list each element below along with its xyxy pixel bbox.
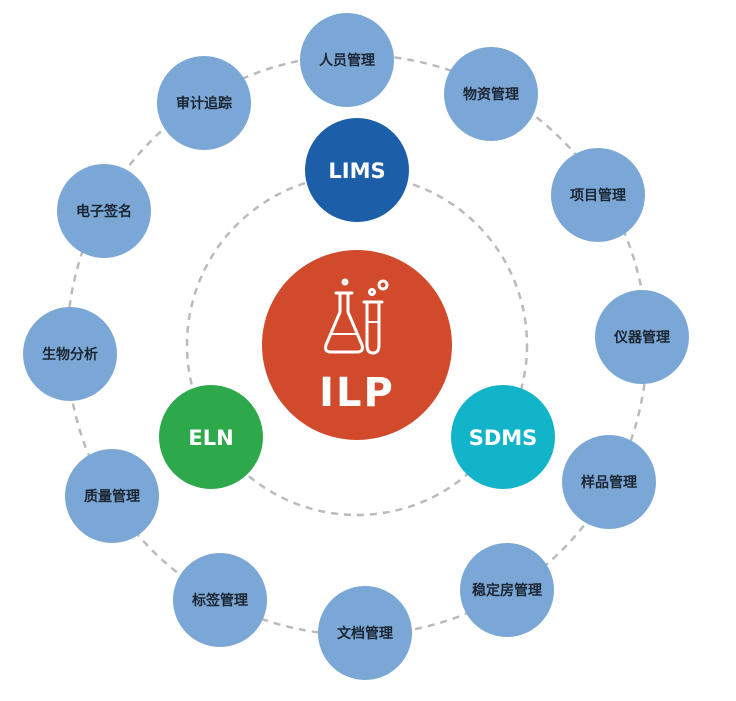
outer-node-circle (595, 290, 689, 384)
center-node-label: ILP (319, 370, 395, 416)
outer-node-audit[interactable]: 审计追踪 (157, 56, 251, 150)
center-node-ilp[interactable]: ILP (262, 250, 452, 440)
outer-node-label: 文档管理 (337, 625, 393, 642)
outer-node-circle (173, 553, 267, 647)
outer-node-materials[interactable]: 物资管理 (444, 47, 538, 141)
outer-node-label: 生物分析 (42, 346, 98, 363)
outer-node-personnel[interactable]: 人员管理 (300, 13, 394, 107)
outer-node-circle (23, 307, 117, 401)
outer-node-label: 质量管理 (84, 488, 140, 505)
outer-node-circle (562, 435, 656, 529)
outer-node-label: 稳定房管理 (472, 582, 542, 599)
outer-node-circle (65, 449, 159, 543)
core-node-circle (305, 118, 409, 222)
outer-node-stability[interactable]: 稳定房管理 (460, 543, 554, 637)
outer-node-quality[interactable]: 质量管理 (65, 449, 159, 543)
outer-node-label: 仪器管理 (613, 329, 670, 346)
outer-node-label: 电子签名 (76, 203, 132, 220)
core-node-sdms[interactable]: SDMS (451, 385, 555, 489)
outer-node-samples[interactable]: 样品管理 (562, 435, 656, 529)
outer-node-label: 物资管理 (463, 86, 519, 103)
outer-node-label: 项目管理 (570, 187, 626, 204)
core-node-eln[interactable]: ELN (159, 385, 263, 489)
outer-node-circle (300, 13, 394, 107)
outer-node-circle (551, 148, 645, 242)
core-node-label: ELN (188, 426, 233, 450)
outer-node-circle (444, 47, 538, 141)
outer-node-projects[interactable]: 项目管理 (551, 148, 645, 242)
outer-node-label: 人员管理 (319, 52, 375, 69)
outer-node-circle (318, 586, 412, 680)
core-node-lims[interactable]: LIMS (305, 118, 409, 222)
outer-node-label: 样品管理 (581, 474, 637, 491)
outer-node-bioanalysis[interactable]: 生物分析 (23, 307, 117, 401)
outer-node-circle (460, 543, 554, 637)
outer-node-documents[interactable]: 文档管理 (318, 586, 412, 680)
core-node-label: LIMS (328, 159, 385, 183)
outer-node-instruments[interactable]: 仪器管理 (595, 290, 689, 384)
core-node-circle (451, 385, 555, 489)
center-node-circle (262, 250, 452, 440)
outer-node-esignature[interactable]: 电子签名 (57, 164, 151, 258)
outer-node-circle (57, 164, 151, 258)
outer-node-labels[interactable]: 标签管理 (173, 553, 267, 647)
core-node-label: SDMS (469, 426, 538, 450)
outer-node-label: 审计追踪 (176, 95, 232, 112)
outer-node-circle (157, 56, 251, 150)
core-node-circle (159, 385, 263, 489)
lab-flask-test-tube-icon (324, 278, 389, 355)
outer-node-label: 标签管理 (191, 592, 248, 609)
inner-ring (185, 173, 529, 517)
